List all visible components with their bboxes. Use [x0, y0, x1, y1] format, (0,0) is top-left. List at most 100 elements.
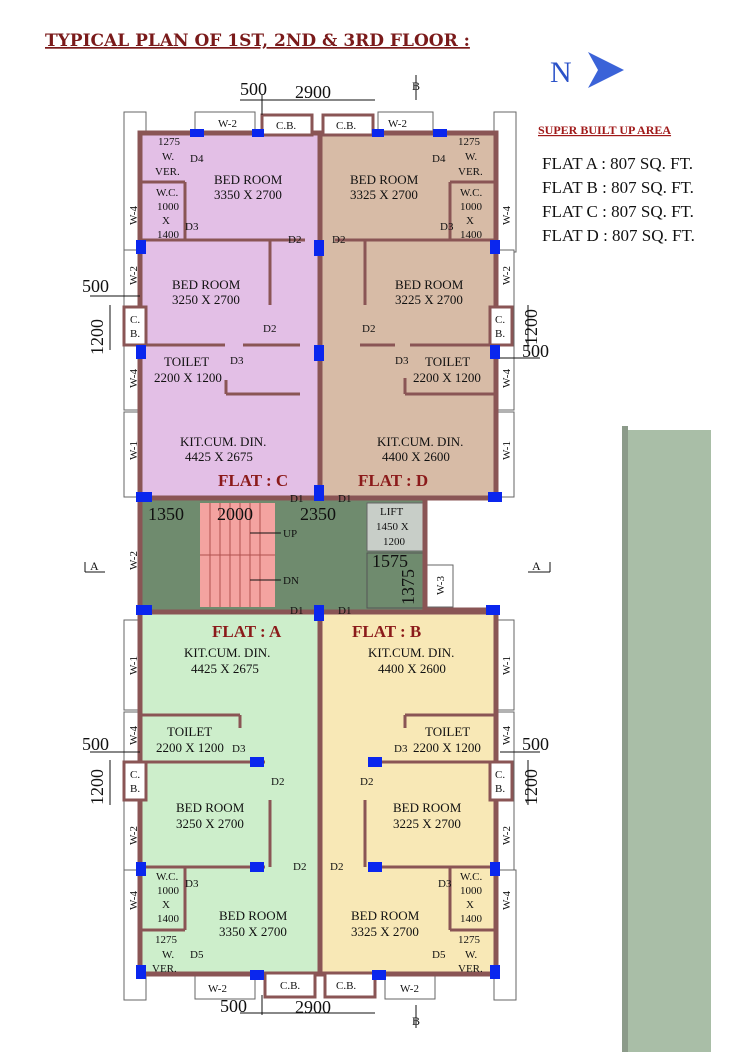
flat-a-wc-x: X [162, 899, 170, 911]
section-b-top: B [412, 79, 420, 93]
dim-1200-left-bottom: 1200 [87, 769, 107, 805]
tag-w1-d: W-1 [501, 441, 513, 460]
cb-right-bottom-c: C. [495, 769, 505, 781]
tag-w2-a: W-2 [128, 826, 140, 845]
flat-b-wc-x: X [466, 899, 474, 911]
flat-c-kit-label: KIT.CUM. DIN. [180, 434, 266, 449]
flat-a-area [140, 612, 320, 974]
flat-b-ver-w: W. [465, 949, 477, 961]
cb-right-top-b: B. [495, 328, 505, 340]
flat-b-toilet-label: TOILET [425, 724, 470, 739]
flat-d-bed2-label: BED ROOM [395, 277, 464, 292]
flat-a-bed2-size: 3350 X 2700 [219, 924, 287, 939]
flat-a-toilet-size: 2200 X 1200 [156, 740, 224, 755]
tag-d2-d1: D2 [332, 234, 345, 246]
dim-1200-right-top: 1200 [521, 309, 541, 345]
tag-w2-stair: W-2 [128, 551, 140, 570]
flat-c-wc-h: 1400 [157, 229, 180, 241]
flat-c-bed2-label: BED ROOM [172, 277, 241, 292]
flat-d-title: FLAT : D [358, 471, 428, 490]
tag-w2-bottom-left: W-2 [208, 983, 227, 995]
tag-w4-b1: W-4 [501, 726, 513, 745]
flat-c-toilet-label: TOILET [164, 354, 209, 369]
flat-d-wc-label: W.C. [460, 187, 482, 199]
flat-c-bed1-size: 3350 X 2700 [214, 187, 282, 202]
dim-500-bottom: 500 [220, 996, 247, 1016]
tag-d3-b1: D3 [394, 743, 408, 755]
flat-b-wc-h: 1400 [460, 913, 483, 925]
area-flat-b: FLAT B : 807 SQ. FT. [542, 178, 694, 197]
section-a-right: A [532, 559, 541, 573]
plan-title: TYPICAL PLAN OF 1ST, 2ND & 3RD FLOOR : [45, 31, 470, 51]
flat-c-toilet-size: 2200 X 1200 [154, 370, 222, 385]
tag-w2-top-left: W-2 [218, 118, 237, 130]
flat-b-wc-w: 1000 [460, 885, 483, 897]
inner-walls [140, 180, 496, 932]
flat-d-kit-size: 4400 X 2600 [382, 449, 450, 464]
flat-b-kit-label: KIT.CUM. DIN. [368, 645, 454, 660]
stair-treads [200, 503, 275, 607]
tag-d2-d2: D2 [362, 323, 375, 335]
tag-d3-c1: D3 [185, 221, 199, 233]
cb-top-left: C.B. [276, 120, 296, 132]
tag-d3-a1: D3 [232, 743, 246, 755]
flat-b-ver-label: VER. [458, 963, 483, 975]
dim-2350: 2350 [300, 504, 336, 524]
tag-w4-d2: W-4 [501, 369, 513, 388]
cb-top-right: C.B. [336, 120, 356, 132]
tag-d3-a2: D3 [185, 878, 199, 890]
flat-a-kit-size: 4425 X 2675 [191, 661, 259, 676]
flat-b-bed1-size: 3225 X 2700 [393, 816, 461, 831]
flat-d-toilet-size: 2200 X 1200 [413, 370, 481, 385]
flat-a-ver-w: W. [162, 949, 174, 961]
dim-2000: 2000 [217, 504, 253, 524]
tag-w1-a: W-1 [128, 656, 140, 675]
flat-c-ver-w: W. [162, 151, 174, 163]
dim-1200-right-bottom: 1200 [521, 769, 541, 805]
north-arrow-icon [588, 52, 624, 88]
flat-c-wc-label: W.C. [156, 187, 178, 199]
tag-w4-d1: W-4 [501, 206, 513, 225]
flat-d-wc-h: 1400 [460, 229, 483, 241]
flat-a-title: FLAT : A [212, 622, 282, 641]
flat-b-wc-label: W.C. [460, 871, 482, 883]
flat-a-wc-label: W.C. [156, 871, 178, 883]
cb-right-bottom-b: B. [495, 783, 505, 795]
flat-a-wc-h: 1400 [157, 913, 180, 925]
cb-left-top-c: C. [130, 314, 140, 326]
tag-d2-b2: D2 [330, 861, 343, 873]
flat-d-bed1-size: 3325 X 2700 [350, 187, 418, 202]
flat-d-wc-w: 1000 [460, 201, 483, 213]
tag-d2-a1: D2 [271, 776, 284, 788]
flat-a-kit-label: KIT.CUM. DIN. [184, 645, 270, 660]
dim-500-top: 500 [240, 79, 267, 99]
section-a-left: A [90, 559, 99, 573]
tag-w2-d: W-2 [501, 266, 513, 285]
flat-b-bed2-size: 3325 X 2700 [351, 924, 419, 939]
cb-left-top-b: B. [130, 328, 140, 340]
tag-d2-c1: D2 [288, 234, 301, 246]
door-tags: D4 D4 D3 D3 D2 D2 D2 D2 D3 D3 D1 D1 D1 D… [185, 153, 454, 961]
flat-d-bed1-label: BED ROOM [350, 172, 419, 187]
flat-b-title: FLAT : B [352, 622, 421, 641]
flat-b-bed2-label: BED ROOM [351, 908, 420, 923]
flat-c-bed2-size: 3250 X 2700 [172, 292, 240, 307]
area-flat-a: FLAT A : 807 SQ. FT. [542, 154, 693, 173]
tag-d4-d: D4 [432, 153, 446, 165]
tag-w1-c: W-1 [128, 441, 140, 460]
lift-shaft [366, 502, 424, 552]
north-label: N [550, 56, 572, 89]
dim-500-left-top: 500 [82, 276, 109, 296]
flat-a-wc-w: 1000 [157, 885, 180, 897]
flat-c-title: FLAT : C [218, 471, 288, 490]
dim-2900-top: 2900 [295, 82, 331, 102]
flat-d-ver-label: VER. [458, 166, 483, 178]
flat-a-bed1-label: BED ROOM [176, 800, 245, 815]
tag-w3: W-3 [435, 576, 447, 595]
dim-2900-bottom: 2900 [295, 997, 331, 1017]
flat-c-kit-size: 4425 X 2675 [185, 449, 253, 464]
section-b-bottom: B [412, 1014, 420, 1028]
dim-500-right-top: 500 [522, 341, 549, 361]
tag-w1-b: W-1 [501, 656, 513, 675]
area-flat-d: FLAT D : 807 SQ. FT. [542, 226, 695, 245]
